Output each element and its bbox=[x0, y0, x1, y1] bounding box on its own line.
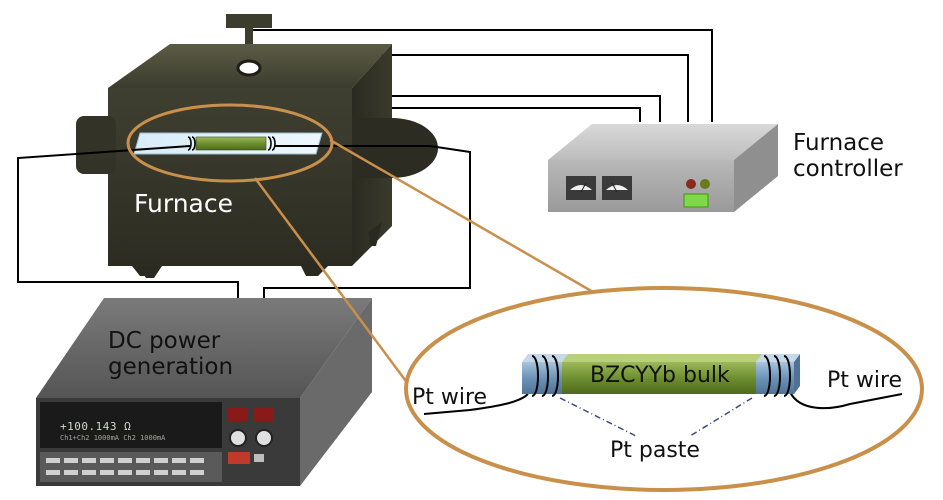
meter-button[interactable] bbox=[100, 458, 114, 463]
left-wire-coil bbox=[531, 355, 559, 397]
right-paste-side bbox=[794, 354, 800, 394]
furnace-tube-left bbox=[76, 116, 116, 174]
magnified-sample bbox=[423, 354, 903, 437]
controller-gauge-left-face bbox=[570, 185, 592, 190]
dc-label-line1: DC power bbox=[108, 328, 221, 354]
zoom-line-upper bbox=[329, 138, 601, 298]
meter-button[interactable] bbox=[64, 470, 78, 475]
furnace-controller bbox=[548, 124, 778, 212]
meter-button[interactable] bbox=[190, 470, 204, 475]
wire-power-2 bbox=[378, 95, 661, 122]
meter-button[interactable] bbox=[190, 458, 204, 463]
meter-terminal-red-right bbox=[254, 408, 274, 422]
right-pt-paste-block bbox=[756, 362, 794, 394]
meter-terminal-left[interactable] bbox=[229, 429, 247, 447]
meter-button[interactable] bbox=[82, 470, 96, 475]
bzcyyb-bulk bbox=[562, 362, 756, 394]
meter-button[interactable] bbox=[136, 458, 150, 463]
furnace-sample bbox=[195, 136, 267, 151]
paste-pointer-left bbox=[559, 397, 637, 437]
meter-button[interactable] bbox=[154, 458, 168, 463]
meter-button[interactable] bbox=[46, 458, 60, 463]
meter-display-sub: Ch1+Ch2 1000mA Ch2 1000mA bbox=[60, 434, 166, 442]
meter-button-panel bbox=[40, 452, 222, 482]
furnace-controller-label-line1: Furnace bbox=[793, 130, 885, 156]
pt-wire-left-line bbox=[423, 393, 529, 415]
furnace-leg-front-left bbox=[132, 266, 160, 276]
furnace-handle bbox=[226, 14, 272, 28]
meter-button[interactable] bbox=[136, 470, 150, 475]
meter-button[interactable] bbox=[118, 458, 132, 463]
meter-side bbox=[300, 298, 372, 486]
controller-gauge-left-needle bbox=[580, 182, 587, 193]
pt-wire-left-label: Pt wire bbox=[412, 385, 488, 410]
left-pt-paste-block bbox=[522, 362, 562, 394]
meter-button[interactable] bbox=[154, 470, 168, 475]
meter-terminal-red-left bbox=[228, 408, 248, 422]
controller-led-green bbox=[700, 179, 710, 189]
meter-top bbox=[36, 298, 372, 398]
dc-label-line2: generation bbox=[108, 354, 234, 381]
zoom-source-ellipse bbox=[126, 103, 334, 183]
meter-button[interactable] bbox=[82, 458, 96, 463]
controller-side bbox=[734, 124, 778, 212]
meter-terminal-right[interactable] bbox=[255, 429, 273, 447]
meter-button[interactable] bbox=[100, 470, 114, 475]
controller-led-red bbox=[686, 179, 696, 189]
meter-display-main: +100.143 Ω bbox=[60, 420, 132, 433]
controller-display bbox=[683, 193, 709, 208]
meter-button[interactable] bbox=[46, 470, 60, 475]
furnace-sample-coils bbox=[187, 136, 276, 151]
dc-power-generation-label: DC power generation bbox=[108, 328, 233, 381]
furnace-controller-label-line2: controller bbox=[793, 156, 903, 183]
pt-paste-label: Pt paste bbox=[610, 438, 700, 463]
meter-button[interactable] bbox=[172, 470, 186, 475]
meter-button[interactable] bbox=[172, 458, 186, 463]
wire-power-3 bbox=[378, 107, 641, 122]
wire-power-1 bbox=[330, 54, 689, 122]
pt-wire-right-line bbox=[789, 391, 903, 410]
bzcyyb-bulk-label: BZCYYb bulk bbox=[590, 363, 730, 388]
meter-button[interactable] bbox=[118, 470, 132, 475]
meter-buttons bbox=[46, 458, 204, 475]
meter-button[interactable] bbox=[64, 458, 78, 463]
furnace-controller-label: Furnace controller bbox=[793, 130, 903, 183]
right-wire-coil bbox=[763, 355, 791, 397]
meter-red-button[interactable] bbox=[228, 452, 250, 464]
controller-gauge-right-face bbox=[606, 185, 628, 190]
controller-top bbox=[548, 124, 778, 160]
furnace-label: Furnace bbox=[134, 189, 233, 218]
pt-wire-right-label: Pt wire bbox=[827, 368, 903, 393]
meter-small-button[interactable] bbox=[254, 454, 264, 462]
dc-power-meter bbox=[36, 298, 372, 486]
bulk-top bbox=[562, 354, 762, 362]
furnace-port bbox=[236, 59, 262, 77]
controller-gauge-right-needle bbox=[611, 182, 618, 193]
meter-screen bbox=[40, 402, 222, 448]
furnace-leg-back-right bbox=[368, 222, 382, 246]
zoom-line-lower bbox=[253, 177, 416, 393]
furnace-front bbox=[108, 88, 352, 266]
furnace-tube-right-body bbox=[352, 118, 392, 178]
